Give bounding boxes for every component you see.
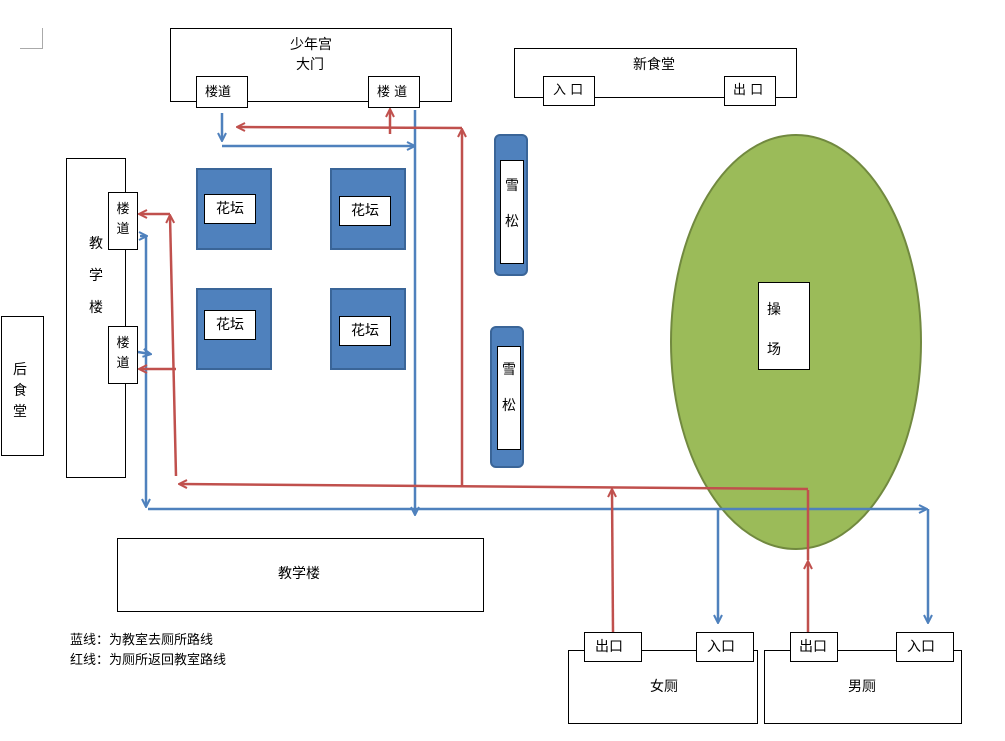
- corner-mark: [20, 28, 43, 49]
- youth-palace-gate: 大门: [296, 57, 324, 73]
- flower-bed-3-label: 花坛: [204, 310, 256, 340]
- flower-bed-1-label: 花坛: [204, 194, 256, 224]
- womens-toilet-label: 女厕: [650, 679, 678, 695]
- womens-toilet-exit: [584, 632, 642, 662]
- teaching-building-stair-top: [108, 192, 138, 250]
- back-canteen-label: 后食堂: [13, 362, 27, 420]
- playground-label: 操场: [767, 302, 781, 358]
- legend-red: 红线：为厕所返回教室路线: [70, 653, 227, 668]
- mens-toilet-entrance: [896, 632, 954, 662]
- legend-blue: 蓝线：为教室去厕所路线: [70, 633, 214, 648]
- red-route-1: [612, 490, 613, 633]
- pine-tree-1-box: [500, 160, 524, 264]
- womens-toilet: [568, 650, 758, 724]
- blue-route-6: [137, 352, 150, 354]
- playground-label-box: [758, 282, 810, 370]
- womens-toilet-entrance: [696, 632, 754, 662]
- red-route-4: [180, 484, 809, 491]
- new-canteen-exit: [724, 76, 776, 106]
- youth-palace-stair-left: [196, 76, 248, 108]
- red-route-8: [170, 216, 178, 477]
- mens-toilet-label: 男厕: [848, 679, 876, 695]
- youth-palace-stair-right: [368, 76, 420, 108]
- flower-bed-4-label: 花坛: [339, 316, 391, 346]
- pine-tree-1-label: 雪松: [505, 178, 519, 230]
- pine-tree-2-label: 雪松: [502, 362, 516, 414]
- flower-bed-2-label: 花坛: [339, 196, 391, 226]
- teaching-building-bottom: [117, 538, 484, 612]
- youth-palace-stair-left-label: 楼道: [205, 85, 232, 100]
- teaching-building-bottom-label: 教学楼: [278, 566, 320, 582]
- new-canteen-exit-label: 出 口: [733, 83, 764, 98]
- mens-toilet-exit: [790, 632, 838, 662]
- teaching-building-left-label: 教学楼: [89, 236, 103, 316]
- youth-palace-stair-right-label: 楼 道: [377, 85, 408, 100]
- new-canteen-entrance-label: 入 口: [553, 83, 584, 98]
- mens-toilet-entrance-label: 入口: [907, 639, 935, 655]
- new-canteen-entrance: [543, 76, 595, 106]
- red-routes: [140, 110, 809, 633]
- teaching-building-stair-top-label: 楼道: [116, 202, 130, 237]
- mens-toilet: [764, 650, 962, 724]
- youth-palace-title: 少年宫: [290, 37, 332, 53]
- mens-toilet-exit-label: 出口: [799, 639, 827, 655]
- womens-toilet-entrance-label: 入口: [707, 639, 735, 655]
- red-route-6: [238, 127, 463, 128]
- pine-tree-2-box: [497, 346, 521, 450]
- womens-toilet-exit-label: 出口: [595, 639, 623, 655]
- blue-routes: [137, 110, 928, 622]
- back-canteen: [1, 316, 44, 456]
- teaching-building-stair-bottom-label: 楼道: [116, 336, 130, 371]
- new-canteen-title: 新食堂: [633, 57, 675, 73]
- teaching-building-stair-bottom: [108, 326, 138, 384]
